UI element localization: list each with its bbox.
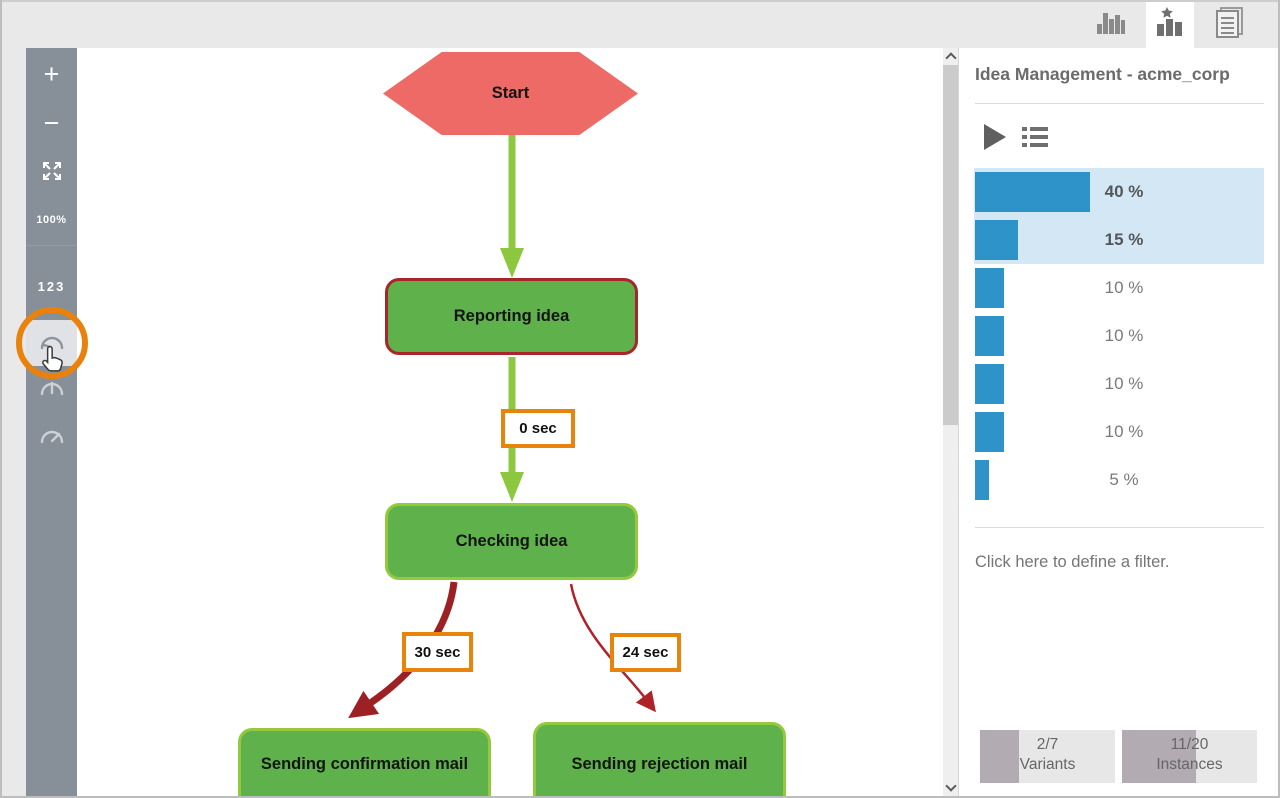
filter-divider bbox=[975, 527, 1264, 528]
gauge-up-overlay-button[interactable] bbox=[26, 367, 77, 411]
node-label: Start bbox=[491, 84, 530, 102]
variant-bar bbox=[975, 412, 1004, 452]
counts-overlay-button[interactable]: 123 bbox=[26, 264, 77, 308]
panel-title: Idea Management - acme_corp bbox=[975, 64, 1230, 84]
node-label: Reporting idea bbox=[453, 307, 570, 325]
toolbar-divider bbox=[26, 245, 77, 246]
node-sending-rejection-mail[interactable]: Sending rejection mail bbox=[533, 722, 786, 796]
instances-stat[interactable]: 11/20 Instances bbox=[1122, 730, 1257, 783]
variant-bar bbox=[975, 220, 1018, 260]
title-divider bbox=[975, 103, 1264, 104]
edge-duration-label-24sec[interactable]: 24 sec bbox=[610, 633, 681, 672]
node-label: Sending confirmation mail bbox=[260, 755, 469, 773]
window-border-bottom bbox=[0, 796, 1280, 798]
variant-row-7[interactable]: 5 % bbox=[974, 456, 1264, 504]
variant-percent: 10 % bbox=[1104, 374, 1144, 393]
stats-row: 2/7 Variants 11/20 Instances bbox=[959, 730, 1278, 783]
variant-percent: 15 % bbox=[1104, 230, 1144, 249]
left-margin bbox=[2, 48, 26, 796]
node-checking-idea[interactable]: Checking idea bbox=[385, 503, 638, 580]
gauge-right-overlay-button[interactable] bbox=[26, 415, 77, 459]
duration-overlay-button[interactable] bbox=[26, 320, 77, 366]
fit-to-screen-button[interactable] bbox=[26, 150, 77, 194]
panel-divider bbox=[958, 48, 959, 796]
edge-duration-label-0sec[interactable]: 0 sec bbox=[501, 409, 575, 448]
variant-row-4[interactable]: 10 % bbox=[974, 312, 1264, 360]
scroll-up-icon[interactable] bbox=[945, 52, 957, 64]
diagram-canvas[interactable]: Start Reporting idea Checking idea Sendi… bbox=[77, 48, 943, 796]
scroll-down-icon[interactable] bbox=[945, 780, 957, 792]
zoom-toolbar: + − 100% 123 bbox=[26, 48, 77, 796]
histogram-icon bbox=[1095, 8, 1127, 41]
star-bars-icon bbox=[1156, 6, 1184, 42]
tab-variants[interactable] bbox=[1146, 0, 1194, 48]
variant-bar bbox=[975, 316, 1004, 356]
canvas-vertical-scrollbar[interactable] bbox=[943, 48, 958, 796]
variant-bar bbox=[975, 268, 1004, 308]
documents-icon bbox=[1213, 6, 1245, 43]
node-start[interactable]: Start bbox=[383, 52, 638, 135]
variants-stat[interactable]: 2/7 Variants bbox=[980, 730, 1115, 783]
variant-percent: 10 % bbox=[1104, 278, 1144, 297]
variant-list: 40 % 15 % 10 % 10 % 10 % 10 % bbox=[974, 168, 1264, 504]
variant-bar bbox=[975, 364, 1004, 404]
variant-row-1[interactable]: 40 % bbox=[974, 168, 1264, 216]
instances-stat-value: 11/20 bbox=[1170, 736, 1209, 753]
node-label: Checking idea bbox=[455, 532, 568, 550]
variant-row-2[interactable]: 15 % bbox=[974, 216, 1264, 264]
variant-bar bbox=[975, 460, 989, 500]
variant-row-5[interactable]: 10 % bbox=[974, 360, 1264, 408]
instances-stat-fill bbox=[1122, 730, 1197, 783]
variant-percent: 5 % bbox=[1109, 470, 1139, 489]
tab-documents[interactable] bbox=[1205, 0, 1253, 48]
top-bar bbox=[0, 0, 1280, 48]
variant-bar bbox=[975, 172, 1090, 212]
list-icon[interactable] bbox=[1022, 126, 1048, 148]
variants-stat-label: Variants bbox=[1019, 756, 1076, 774]
gauge-needle-right-icon bbox=[39, 427, 65, 448]
tab-process-discovery[interactable] bbox=[1087, 0, 1135, 48]
variants-stat-fill bbox=[980, 730, 1020, 783]
node-reporting-idea[interactable]: Reporting idea bbox=[385, 278, 638, 355]
variant-percent: 10 % bbox=[1104, 422, 1144, 441]
zoom-in-button[interactable]: + bbox=[26, 52, 77, 96]
variant-row-3[interactable]: 10 % bbox=[974, 264, 1264, 312]
variant-percent: 40 % bbox=[1104, 182, 1144, 201]
gauge-needle-up-icon bbox=[39, 379, 65, 400]
instances-stat-label: Instances bbox=[1156, 756, 1223, 774]
window-border-right bbox=[1278, 0, 1280, 798]
edge-duration-label-30sec[interactable]: 30 sec bbox=[402, 632, 473, 672]
variant-percent: 10 % bbox=[1104, 326, 1144, 345]
expand-icon bbox=[41, 160, 63, 185]
window-border-top bbox=[0, 0, 1280, 2]
node-sending-confirmation-mail[interactable]: Sending confirmation mail bbox=[238, 728, 491, 796]
gauge-needle-left-icon bbox=[39, 333, 65, 354]
scrollbar-thumb[interactable] bbox=[943, 65, 958, 425]
zoom-level-label: 100% bbox=[36, 214, 67, 226]
variants-panel: Idea Management - acme_corp 40 % bbox=[959, 48, 1278, 796]
zoom-out-button[interactable]: − bbox=[26, 101, 77, 145]
variants-stat-value: 2/7 bbox=[1036, 736, 1059, 753]
filter-link[interactable]: Click here to define a filter. bbox=[975, 553, 1170, 571]
node-label: Sending rejection mail bbox=[571, 755, 748, 773]
play-icon[interactable] bbox=[984, 124, 1006, 150]
window-border-left bbox=[0, 0, 2, 798]
variant-row-6[interactable]: 10 % bbox=[974, 408, 1264, 456]
